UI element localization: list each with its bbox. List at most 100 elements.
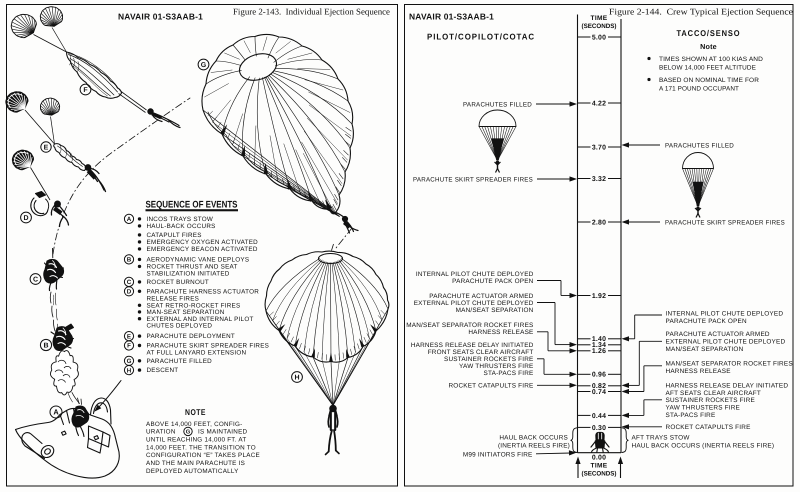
svg-text:1.40: 1.40 [592, 336, 606, 343]
svg-text:BELOW 14,000 FEET ALTITUDE: BELOW 14,000 FEET ALTITUDE [659, 65, 756, 72]
svg-text:AND THE MAIN PARACHUTE IS: AND THE MAIN PARACHUTE IS [146, 460, 245, 467]
svg-text:MAN/SEAT SEPARATOR ROCKET FIRE: MAN/SEAT SEPARATOR ROCKET FIRES [666, 361, 793, 368]
svg-text:CONFIGURATION “E” TAKES PLACE: CONFIGURATION “E” TAKES PLACE [146, 452, 260, 459]
svg-text:ABOVE 14,000 FEET, CONFIG-: ABOVE 14,000 FEET, CONFIG- [146, 421, 242, 428]
svg-text:PARACHUTE HARNESS ACTUATOR: PARACHUTE HARNESS ACTUATOR [147, 288, 260, 295]
svg-text:MAN/SEAT SEPARATOR ROCKET FIRE: MAN/SEAT SEPARATOR ROCKET FIRES [406, 322, 533, 329]
svg-text:0.00: 0.00 [592, 455, 606, 462]
svg-text:AFT SEATS CLEAR AIRCRAFT: AFT SEATS CLEAR AIRCRAFT [666, 390, 761, 397]
svg-text:B: B [127, 257, 132, 264]
svg-text:YAW THRUSTERS FIRE: YAW THRUSTERS FIRE [459, 363, 534, 370]
svg-text:G: G [127, 358, 132, 365]
svg-text:14,000 FEET. THE TRANSITION TO: 14,000 FEET. THE TRANSITION TO [146, 444, 256, 451]
svg-text:PARACHUTE SKIRT SPREADER FIRES: PARACHUTE SKIRT SPREADER FIRES [665, 219, 785, 226]
svg-text:4.22: 4.22 [592, 100, 606, 107]
svg-text:E: E [44, 145, 49, 152]
svg-text:NAVAIR 01-S3AAB-1: NAVAIR 01-S3AAB-1 [118, 12, 203, 22]
svg-text:E: E [127, 333, 131, 340]
svg-text:PARACHUTE DEPLOYMENT: PARACHUTE DEPLOYMENT [147, 333, 236, 340]
svg-text:C: C [33, 277, 38, 284]
svg-text:STABILIZATION INITIATED: STABILIZATION INITIATED [147, 271, 230, 278]
svg-text:STA-PACS FIRE: STA-PACS FIRE [484, 370, 534, 377]
svg-text:HAUL BACK OCCURS: HAUL BACK OCCURS [499, 435, 568, 442]
svg-text:EMERGENCY OXYGEN ACTIVATED: EMERGENCY OXYGEN ACTIVATED [147, 239, 259, 246]
svg-text:A: A [127, 216, 132, 223]
svg-text:TIME: TIME [591, 15, 608, 22]
svg-text:DESCENT: DESCENT [147, 367, 179, 374]
svg-text:EXTERNAL PILOT CHUTE DEPLOYED: EXTERNAL PILOT CHUTE DEPLOYED [666, 339, 786, 346]
svg-text:STA-PACS FIRE: STA-PACS FIRE [666, 412, 716, 419]
svg-text:ROCKET CATAPULTS FIRE: ROCKET CATAPULTS FIRE [666, 424, 751, 431]
svg-text:EXTERNAL PILOT CHUTE DEPLOYED: EXTERNAL PILOT CHUTE DEPLOYED [414, 300, 534, 307]
svg-text:AFT TRAYS STOW: AFT TRAYS STOW [632, 435, 691, 442]
svg-text:PARACHUTES FILLED: PARACHUTES FILLED [665, 142, 734, 149]
svg-text:5.00: 5.00 [592, 34, 606, 41]
svg-text:PARACHUTE PACK OPEN: PARACHUTE PACK OPEN [666, 318, 748, 325]
svg-text:UNTIL REACHING 14,000 FT. AT: UNTIL REACHING 14,000 FT. AT [146, 437, 246, 444]
svg-text:INTERNAL PILOT CHUTE DEPLOYED: INTERNAL PILOT CHUTE DEPLOYED [416, 271, 534, 278]
svg-text:0.96: 0.96 [592, 372, 606, 379]
svg-text:SUSTAINER ROCKETS FIRE: SUSTAINER ROCKETS FIRE [666, 397, 756, 404]
svg-text:BASED ON NOMINAL TIME FOR: BASED ON NOMINAL TIME FOR [659, 77, 759, 84]
svg-text:HARNESS RELEASE: HARNESS RELEASE [666, 368, 731, 375]
svg-text:AERODYNAMIC VANE DEPLOYS: AERODYNAMIC VANE DEPLOYS [147, 257, 250, 264]
svg-text:PARACHUTE FILLED: PARACHUTE FILLED [147, 358, 213, 365]
svg-text:D: D [23, 215, 28, 222]
svg-text:PILOT/COPILOT/COTAC: PILOT/COPILOT/COTAC [427, 32, 535, 42]
svg-text:MAN/SEAT SEPARATION: MAN/SEAT SEPARATION [666, 346, 744, 353]
svg-text:G: G [186, 428, 191, 435]
svg-text:Figure 2-144. Crew Typical Ej: Figure 2-144. Crew Typical Ejection Sequ… [609, 7, 793, 17]
svg-text:A: A [53, 408, 59, 417]
svg-text:YAW THRUSTERS FIRE: YAW THRUSTERS FIRE [666, 405, 741, 412]
svg-text:HARNESS RELEASE: HARNESS RELEASE [468, 329, 533, 336]
svg-text:ROCKET CATAPULTS FIRE: ROCKET CATAPULTS FIRE [448, 383, 533, 390]
svg-text:PARACHUTE SKIRT SPREADER FIRES: PARACHUTE SKIRT SPREADER FIRES [413, 176, 533, 183]
svg-text:A 171 POUND OCCUPANT: A 171 POUND OCCUPANT [659, 86, 739, 93]
svg-text:MAN-SEAT SEPARATION: MAN-SEAT SEPARATION [147, 309, 225, 316]
svg-text:NOTE: NOTE [185, 407, 206, 417]
svg-text:TIME: TIME [591, 463, 608, 470]
svg-text:PARACHUTE ACTUATOR ARMED: PARACHUTE ACTUATOR ARMED [666, 331, 770, 338]
svg-text:3.32: 3.32 [592, 176, 606, 183]
svg-text:Note: Note [700, 42, 717, 51]
svg-text:0.44: 0.44 [592, 413, 606, 420]
svg-text:M99 INITIATORS FIRE: M99 INITIATORS FIRE [463, 451, 533, 458]
svg-text:HAUL BACK OCCURS (INERTIA REEL: HAUL BACK OCCURS (INERTIA REELS FIRE) [632, 442, 775, 449]
svg-text:AT FULL LANYARD EXTENSION: AT FULL LANYARD EXTENSION [147, 350, 247, 357]
svg-text:(SECONDS): (SECONDS) [582, 471, 617, 478]
svg-text:CATAPULT FIRES: CATAPULT FIRES [147, 232, 202, 239]
svg-text:F: F [83, 87, 88, 94]
svg-text:G: G [201, 62, 207, 69]
svg-text:0.74: 0.74 [592, 389, 606, 396]
svg-text:PARACHUTE ACTUATOR ARMED: PARACHUTE ACTUATOR ARMED [429, 293, 533, 300]
svg-text:DEPLOYED AUTOMATICALLY: DEPLOYED AUTOMATICALLY [146, 468, 239, 475]
svg-text:F: F [127, 343, 131, 350]
svg-text:HARNESS RELEASE DELAY INITIATE: HARNESS RELEASE DELAY INITIATED [666, 382, 789, 389]
svg-text:FRONT SEATS CLEAR AIRCRAFT: FRONT SEATS CLEAR AIRCRAFT [428, 349, 534, 356]
svg-text:B: B [43, 343, 48, 350]
svg-text:3.70: 3.70 [592, 144, 606, 151]
svg-text:INTERNAL PILOT CHUTE DEPLOYED: INTERNAL PILOT CHUTE DEPLOYED [666, 310, 784, 317]
svg-text:0.82: 0.82 [592, 383, 606, 390]
svg-text:IS MAINTAINED: IS MAINTAINED [198, 429, 248, 436]
svg-text:2.80: 2.80 [592, 219, 606, 226]
svg-text:HARNESS RELEASE DELAY INITIATE: HARNESS RELEASE DELAY INITIATED [411, 342, 534, 349]
svg-text:HAUL-BACK OCCURS: HAUL-BACK OCCURS [147, 223, 216, 230]
svg-text:INCOS TRAYS STOW: INCOS TRAYS STOW [147, 216, 214, 223]
svg-text:SEAT RETRO-ROCKET FIRES: SEAT RETRO-ROCKET FIRES [147, 302, 241, 309]
svg-text:1.26: 1.26 [592, 348, 606, 355]
svg-text:H: H [294, 375, 299, 382]
svg-text:EXTERNAL AND INTERNAL PILOT: EXTERNAL AND INTERNAL PILOT [147, 316, 254, 323]
svg-text:PARACHUTE SKIRT SPREADER FIRES: PARACHUTE SKIRT SPREADER FIRES [147, 343, 270, 350]
svg-text:EMERGENCY BEACON ACTIVATED: EMERGENCY BEACON ACTIVATED [147, 246, 258, 253]
svg-text:PARACHUTES FILLED: PARACHUTES FILLED [463, 101, 532, 108]
svg-text:1.92: 1.92 [592, 293, 606, 300]
svg-text:MAN/SEAT SEPARATION: MAN/SEAT SEPARATION [456, 307, 534, 314]
svg-text:ROCKET BURNOUT: ROCKET BURNOUT [147, 279, 210, 286]
svg-text:PARACHUTE PACK OPEN: PARACHUTE PACK OPEN [452, 278, 534, 285]
svg-text:ROCKET THRUST AND SEAT: ROCKET THRUST AND SEAT [147, 264, 238, 271]
svg-text:1.34: 1.34 [592, 342, 606, 349]
svg-text:C: C [127, 279, 132, 286]
svg-text:SEQUENCE OF EVENTS: SEQUENCE OF EVENTS [146, 200, 238, 211]
svg-text:H: H [127, 367, 132, 374]
